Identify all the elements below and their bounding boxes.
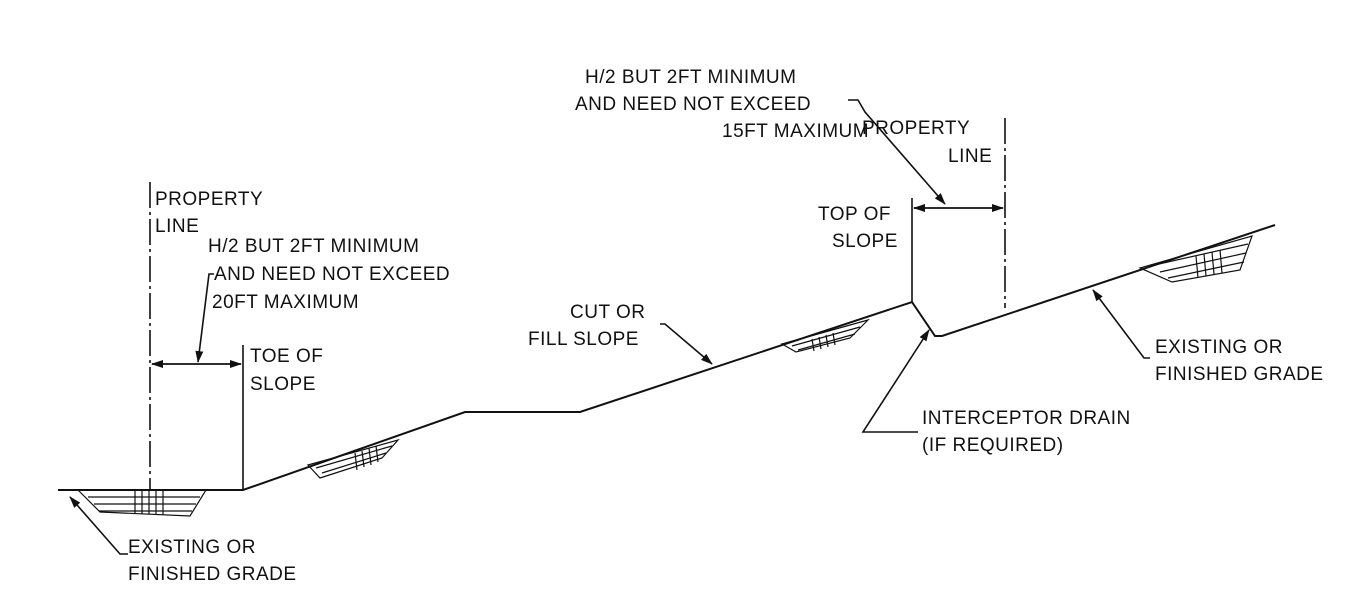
top-of-slope-label: TOP OF SLOPE	[818, 204, 898, 252]
leader-existing-grade-right	[1092, 289, 1150, 359]
soil-hatch-upper-slope	[780, 318, 871, 353]
leader-cut-or-fill	[660, 323, 713, 365]
setback-top-label: H/2 BUT 2FT MINIMUM AND NEED NOT EXCEED …	[575, 67, 869, 142]
soil-hatch-right	[1138, 235, 1253, 283]
setback-left-label: H/2 BUT 2FT MINIMUM AND NEED NOT EXCEED …	[208, 236, 456, 313]
leader-interceptor-drain	[861, 329, 930, 433]
property-line-right-label: PROPERTY LINE	[862, 118, 992, 167]
leader-setback-top	[848, 99, 946, 205]
soil-hatch-left	[76, 489, 208, 517]
existing-grade-right-label: EXISTING OR FINISHED GRADE	[1155, 337, 1324, 385]
toe-of-slope-label: TOE OF SLOPE	[250, 346, 329, 395]
soil-hatch-lower-slope	[306, 438, 400, 479]
existing-grade-left-label: EXISTING OR FINISHED GRADE	[128, 537, 297, 585]
cut-or-fill-slope-label: CUT OR FILL SLOPE	[528, 302, 651, 350]
ground-profile-line	[58, 224, 1276, 491]
property-line-left-label: PROPERTY LINE	[155, 189, 269, 237]
leader-existing-grade-left	[69, 496, 128, 555]
leader-setback-left	[195, 273, 214, 363]
interceptor-drain-label: INTERCEPTOR DRAIN (IF REQUIRED)	[922, 408, 1137, 456]
